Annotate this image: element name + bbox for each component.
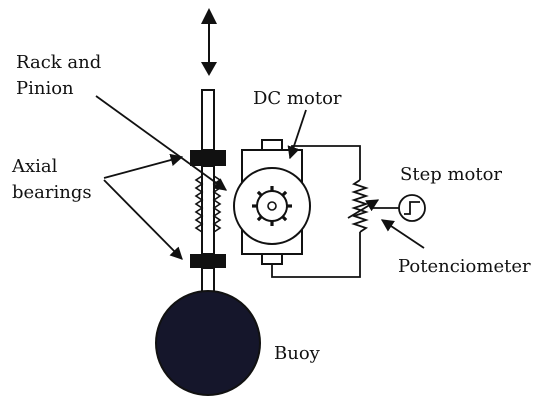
buoy-body: [155, 290, 261, 396]
dc-motor-label: DC motor: [253, 88, 342, 109]
potentiometer-arrow: [380, 219, 425, 249]
motion-double-arrow: [201, 8, 217, 76]
rack-pinion-label-line1: Rack and: [16, 52, 101, 73]
axial-bearing-top: [190, 150, 226, 166]
axial-bearings-label-line2: bearings: [12, 182, 92, 203]
buoy-label: Buoy: [274, 343, 321, 364]
rack-pinion-label-line2: Pinion: [16, 78, 74, 99]
step-motor-icon: [370, 194, 426, 222]
potenciometer-label: Potenciometer: [398, 256, 531, 277]
rack-shaft: [201, 89, 215, 297]
axial-bearings-label-line1: Axial: [11, 156, 58, 177]
axial-bearing-bottom: [190, 254, 226, 268]
leader-arrows: [95, 95, 425, 260]
axial-bearing-arrow-bottom: [103, 179, 183, 260]
rack-pinion-arrow: [95, 95, 228, 191]
dc-motor-arrow: [287, 109, 307, 160]
step-motor-label: Step motor: [400, 164, 502, 185]
potentiometer-wiper-arrow: [347, 199, 380, 219]
axial-bearing-arrow-top: [103, 153, 184, 179]
pinion-gear-icon: [252, 186, 292, 226]
